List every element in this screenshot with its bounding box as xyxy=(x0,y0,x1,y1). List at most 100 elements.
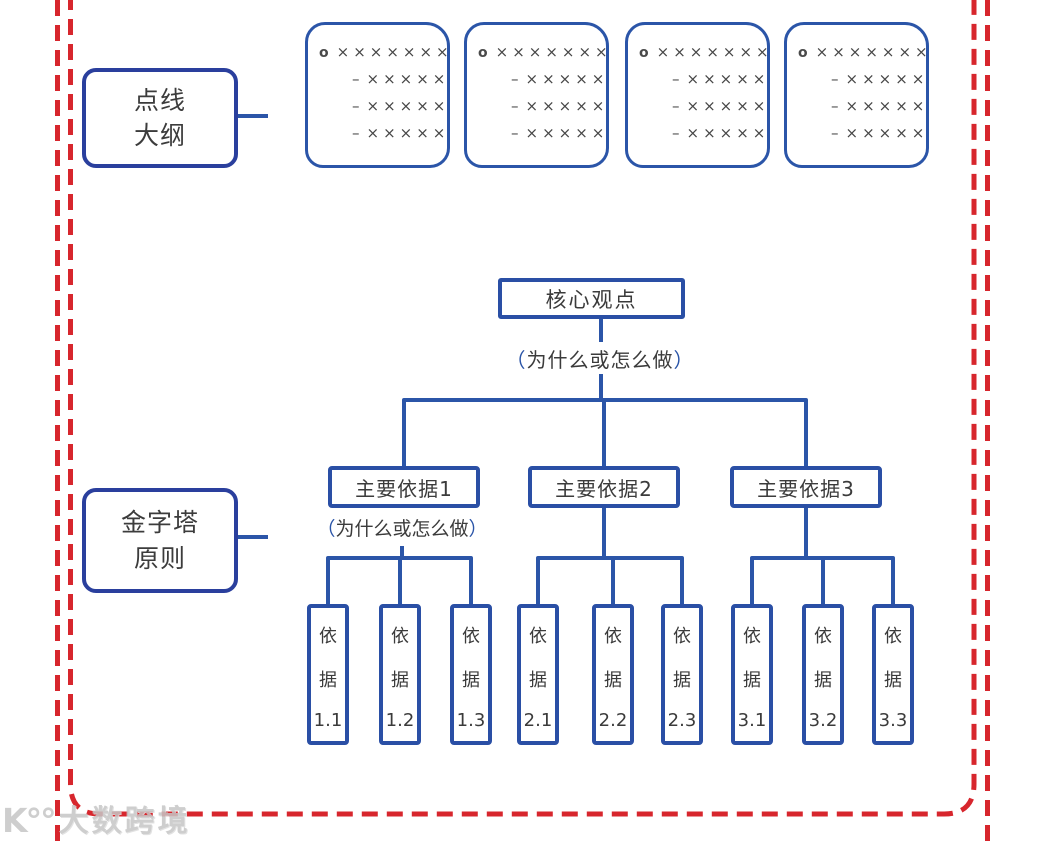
evidence-number: 2.1 xyxy=(523,710,553,731)
card-row: –××××× xyxy=(787,119,926,146)
evidence-char: 据 xyxy=(673,670,691,691)
evidence-char: 据 xyxy=(391,670,409,691)
placeholder-marks: ××××× xyxy=(366,70,450,88)
dash-bullet: – xyxy=(511,70,519,88)
evidence-box-2-2: 依 据 2.2 xyxy=(592,604,634,745)
evidence-number: 3.2 xyxy=(808,710,838,731)
card-row: –××××× xyxy=(628,92,767,119)
card-row: o××××××× xyxy=(308,38,449,65)
placeholder-marks: ××××× xyxy=(525,97,609,115)
dash-bullet: – xyxy=(511,124,519,142)
outline-card-1: o××××××× –××××× –××××× –××××× xyxy=(305,22,450,168)
annotation-open-paren: （ xyxy=(316,518,336,540)
evidence-box-3-3: 依 据 3.3 xyxy=(872,604,914,745)
watermark-text: 大数跨境 xyxy=(58,804,191,839)
main-basis-box-3: 主要依据3 xyxy=(730,466,882,508)
main-basis-box-1: 主要依据1 xyxy=(328,466,480,508)
outline-card-4: o××××××× –××××× –××××× –××××× xyxy=(784,22,929,168)
placeholder-marks: ××××××× xyxy=(815,43,932,61)
placeholder-marks: ××××× xyxy=(686,124,770,142)
pyramid-label-line2: 原则 xyxy=(133,543,186,573)
placeholder-marks: ××××× xyxy=(845,70,929,88)
annotation-open-paren: （ xyxy=(505,348,527,372)
circle-bullet: o xyxy=(319,45,329,61)
main-basis-label: 主要依据2 xyxy=(555,476,653,501)
placeholder-marks: ××××× xyxy=(845,124,929,142)
circle-bullet: o xyxy=(639,45,649,61)
placeholder-marks: ××××××× xyxy=(336,43,453,61)
card-row: o××××××× xyxy=(787,38,928,65)
card-row: –××××× xyxy=(308,65,447,92)
placeholder-marks: ××××× xyxy=(686,70,770,88)
watermark-logo-icon: K°° xyxy=(2,801,57,840)
annotation-why-or-how-root: （为什么或怎么做） xyxy=(505,344,695,373)
evidence-char: 依 xyxy=(604,626,622,647)
annotation-close-paren: ） xyxy=(673,348,695,372)
evidence-box-3-1: 依 据 3.1 xyxy=(731,604,773,745)
main-basis-box-2: 主要依据2 xyxy=(528,466,680,508)
evidence-number: 2.2 xyxy=(598,710,628,731)
evidence-char: 依 xyxy=(743,626,761,647)
evidence-char: 据 xyxy=(462,670,480,691)
evidence-char: 据 xyxy=(743,670,761,691)
outline-label-line1: 点线 xyxy=(133,85,186,115)
dash-bullet: – xyxy=(352,124,360,142)
evidence-char: 据 xyxy=(529,670,547,691)
annotation-why-or-how-basis1: （为什么或怎么做） xyxy=(316,514,488,541)
evidence-char: 依 xyxy=(529,626,547,647)
placeholder-marks: ××××× xyxy=(686,97,770,115)
dash-bullet: – xyxy=(352,97,360,115)
card-row: o××××××× xyxy=(467,38,608,65)
evidence-char: 依 xyxy=(814,626,832,647)
card-row: –××××× xyxy=(787,92,926,119)
evidence-char: 依 xyxy=(884,626,902,647)
evidence-box-1-1: 依 据 1.1 xyxy=(307,604,349,745)
dash-bullet: – xyxy=(352,70,360,88)
card-row: –××××× xyxy=(628,119,767,146)
placeholder-marks: ××××× xyxy=(366,124,450,142)
card-row: –××××× xyxy=(308,92,447,119)
placeholder-marks: ××××××× xyxy=(656,43,773,61)
evidence-char: 依 xyxy=(462,626,480,647)
main-basis-label: 主要依据1 xyxy=(355,476,453,501)
evidence-number: 1.1 xyxy=(313,710,343,731)
outline-label-box: 点线 大纲 xyxy=(82,68,238,168)
circle-bullet: o xyxy=(798,45,808,61)
card-row: –××××× xyxy=(467,92,606,119)
card-row: –××××× xyxy=(308,119,447,146)
watermark: K°° 大数跨境 xyxy=(2,796,191,840)
outline-card-3: o××××××× –××××× –××××× –××××× xyxy=(625,22,770,168)
main-level-connector xyxy=(402,398,808,467)
evidence-char: 依 xyxy=(673,626,691,647)
evidence-char: 依 xyxy=(319,626,337,647)
evidence-char: 据 xyxy=(814,670,832,691)
dash-bullet: – xyxy=(831,70,839,88)
pyramid-label-box: 金字塔 原则 xyxy=(82,488,238,593)
dash-bullet: – xyxy=(672,124,680,142)
basis1-sub-connector xyxy=(326,546,473,604)
annotation-text: 为什么或怎么做 xyxy=(526,348,674,372)
pyramid-label-line1: 金字塔 xyxy=(120,508,199,537)
evidence-number: 1.3 xyxy=(456,710,486,731)
placeholder-marks: ××××××× xyxy=(495,43,612,61)
placeholder-marks: ××××× xyxy=(525,70,609,88)
placeholder-marks: ××××× xyxy=(366,97,450,115)
evidence-char: 据 xyxy=(319,670,337,691)
evidence-char: 据 xyxy=(604,670,622,691)
core-viewpoint-label: 核心观点 xyxy=(545,287,638,312)
basis2-sub-connector xyxy=(536,508,684,604)
evidence-box-1-3: 依 据 1.3 xyxy=(450,604,492,745)
core-viewpoint-box: 核心观点 xyxy=(498,278,685,319)
card-row: –××××× xyxy=(467,119,606,146)
evidence-char: 依 xyxy=(391,626,409,647)
card-row: o××××××× xyxy=(628,38,769,65)
card-row: –××××× xyxy=(467,65,606,92)
evidence-box-2-1: 依 据 2.1 xyxy=(517,604,559,745)
outline-card-2: o××××××× –××××× –××××× –××××× xyxy=(464,22,609,168)
evidence-number: 2.3 xyxy=(667,710,697,731)
evidence-box-2-3: 依 据 2.3 xyxy=(661,604,703,745)
main-basis-label: 主要依据3 xyxy=(757,476,855,501)
dash-bullet: – xyxy=(672,70,680,88)
evidence-number: 3.3 xyxy=(878,710,908,731)
